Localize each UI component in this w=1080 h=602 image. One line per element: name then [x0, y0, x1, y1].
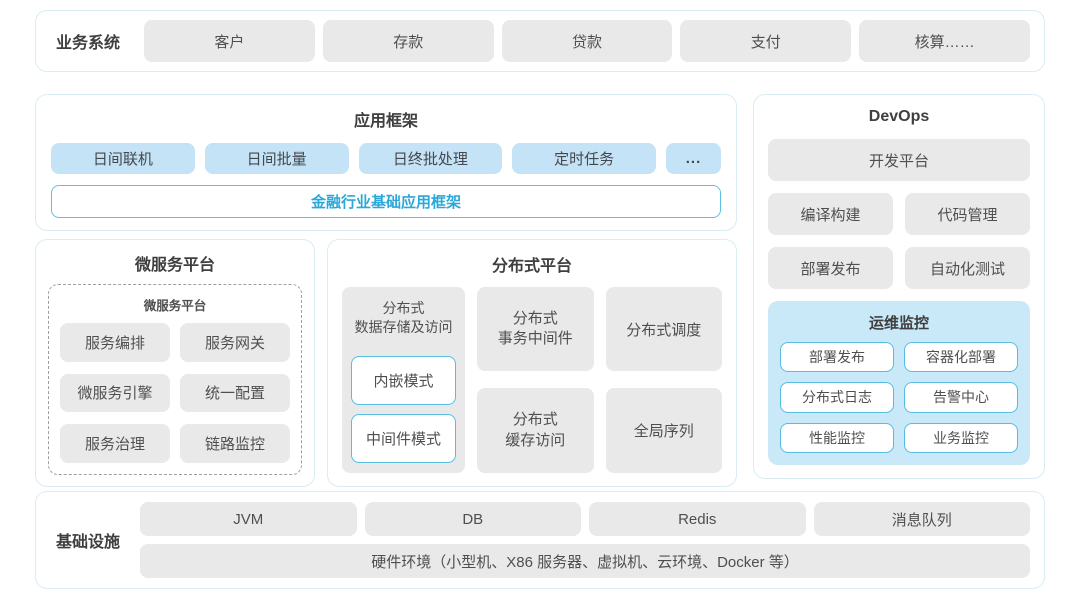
af-item-eod-batch: 日终批处理 — [358, 143, 503, 175]
distributed-storage-box: 分布式 数据存储及访问 内嵌模式 中间件模式 — [342, 287, 465, 473]
ops-monitoring-title: 运维监控 — [868, 315, 929, 332]
mon-item-container-deploy: 容器化部署 — [904, 342, 1018, 373]
business-item-customer: 客户 — [144, 20, 315, 62]
infrastructure-row: JVM DB Redis 消息队列 — [140, 502, 1030, 536]
business-systems-label: 业务系统 — [55, 35, 120, 52]
ops-monitoring-panel: 运维监控 部署发布 容器化部署 分布式日志 告警中心 性能监控 业务监控 — [768, 301, 1030, 465]
microservice-grid: 服务编排 服务网关 微服务引擎 统一配置 服务治理 链路监控 — [60, 323, 290, 463]
dist-item-transaction-middleware: 分布式 事务中间件 — [477, 287, 594, 372]
business-item-accounting: 核算…… — [859, 20, 1030, 62]
storage-mode-embedded: 内嵌模式 — [351, 355, 456, 405]
af-item-daytime-batch: 日间批量 — [204, 143, 349, 175]
ms-item-service-gateway: 服务网关 — [180, 323, 290, 362]
business-systems-panel: 业务系统 客户 存款 贷款 支付 核算…… — [35, 10, 1045, 72]
business-item-loan: 贷款 — [501, 20, 673, 62]
mon-item-performance-monitoring: 性能监控 — [780, 422, 894, 453]
infrastructure-label: 基础设施 — [55, 534, 120, 551]
storage-mode-middleware: 中间件模式 — [351, 413, 456, 463]
devops-dev-platform: 开发平台 — [768, 139, 1030, 181]
app-framework-title: 应用框架 — [353, 113, 418, 130]
microservice-inner-title: 微服务平台 — [143, 299, 207, 313]
distributed-grid: 分布式 数据存储及访问 内嵌模式 中间件模式 分布式 事务中间件 分布式调度 分… — [342, 287, 722, 473]
mon-item-alert-center: 告警中心 — [904, 382, 1018, 413]
hardware-environment: 硬件环境（小型机、X86 服务器、虚拟机、云环境、Docker 等） — [140, 544, 1030, 578]
business-item-payment: 支付 — [680, 20, 852, 62]
ops-monitoring-grid: 部署发布 容器化部署 分布式日志 告警中心 性能监控 业务监控 — [780, 342, 1018, 453]
mon-item-distributed-logs: 分布式日志 — [780, 382, 894, 413]
ms-item-service-orchestration: 服务编排 — [60, 323, 170, 362]
infra-item-message-queue: 消息队列 — [813, 502, 1030, 536]
devops-item-deploy-release: 部署发布 — [768, 247, 893, 289]
devops-panel: DevOps 开发平台 编译构建 代码管理 部署发布 自动化测试 运维监控 部署… — [753, 94, 1045, 479]
dist-item-cache-access: 分布式 缓存访问 — [477, 388, 594, 473]
app-framework-panel: 应用框架 日间联机 日间批量 日终批处理 定时任务 ... 金融行业基础应用框架 — [35, 94, 737, 231]
distributed-storage-title: 分布式 数据存储及访问 — [354, 300, 453, 335]
devops-item-compile-build: 编译构建 — [768, 193, 893, 235]
ms-item-trace-monitoring: 链路监控 — [180, 424, 290, 463]
af-item-daytime-online: 日间联机 — [51, 143, 195, 175]
devops-item-automated-testing: 自动化测试 — [905, 247, 1030, 289]
af-item-scheduled-task: 定时任务 — [512, 143, 656, 175]
devops-item-code-management: 代码管理 — [905, 193, 1030, 235]
infra-item-redis: Redis — [589, 502, 806, 536]
microservice-inner-box: 微服务平台 服务编排 服务网关 微服务引擎 统一配置 服务治理 链路监控 — [48, 284, 302, 475]
middle-area: 应用框架 日间联机 日间批量 日终批处理 定时任务 ... 金融行业基础应用框架… — [35, 94, 1045, 487]
distributed-platform-panel: 分布式平台 分布式 数据存储及访问 内嵌模式 中间件模式 分布式 事务中间件 分… — [327, 239, 737, 487]
ms-item-microservice-engine: 微服务引擎 — [60, 373, 170, 413]
platform-row: 微服务平台 微服务平台 服务编排 服务网关 微服务引擎 统一配置 服务治理 链路… — [35, 239, 737, 487]
af-item-more: ... — [666, 143, 721, 175]
mon-item-business-monitoring: 业务监控 — [904, 422, 1018, 453]
dist-item-global-sequence: 全局序列 — [605, 388, 722, 473]
ms-item-service-governance: 服务治理 — [60, 424, 170, 463]
dist-item-scheduling: 分布式调度 — [605, 287, 722, 372]
infrastructure-panel: 基础设施 JVM DB Redis 消息队列 硬件环境（小型机、X86 服务器、… — [35, 491, 1045, 589]
infra-item-jvm: JVM — [140, 502, 357, 536]
business-item-deposit: 存款 — [322, 20, 494, 62]
microservice-platform-panel: 微服务平台 微服务平台 服务编排 服务网关 微服务引擎 统一配置 服务治理 链路… — [35, 239, 315, 487]
app-framework-row: 日间联机 日间批量 日终批处理 定时任务 ... — [51, 143, 721, 175]
distributed-platform-title: 分布式平台 — [491, 258, 572, 275]
infra-item-db: DB — [364, 502, 581, 536]
devops-grid: 编译构建 代码管理 部署发布 自动化测试 — [768, 193, 1030, 289]
financial-base-framework: 金融行业基础应用框架 — [51, 185, 721, 218]
infrastructure-body: JVM DB Redis 消息队列 硬件环境（小型机、X86 服务器、虚拟机、云… — [140, 502, 1030, 578]
microservice-platform-title: 微服务平台 — [134, 257, 215, 274]
ms-item-unified-config: 统一配置 — [180, 373, 290, 413]
left-column: 应用框架 日间联机 日间批量 日终批处理 定时任务 ... 金融行业基础应用框架… — [35, 94, 737, 487]
mon-item-deploy-release: 部署发布 — [780, 342, 894, 373]
devops-title: DevOps — [868, 108, 930, 125]
